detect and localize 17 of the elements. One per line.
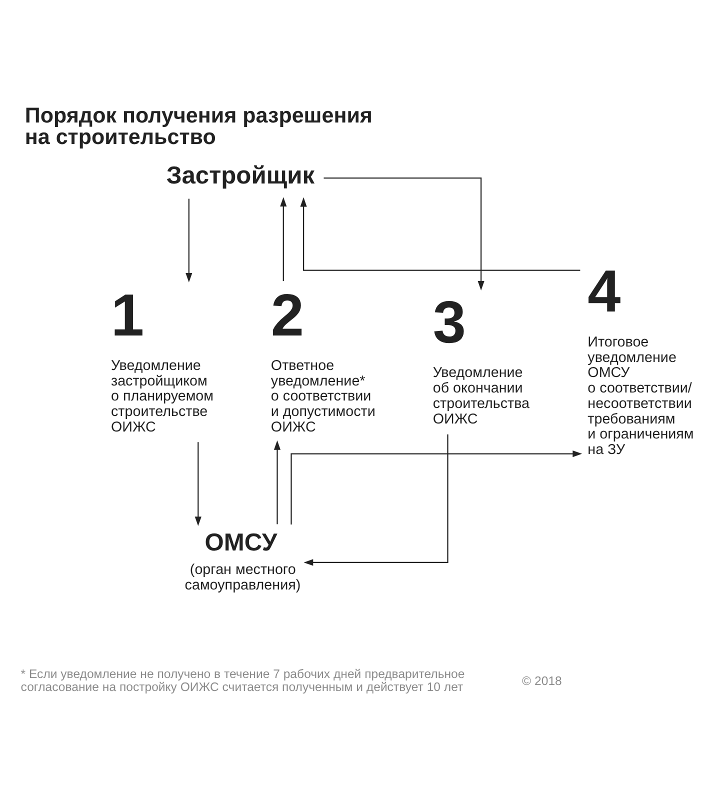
arrow	[186, 198, 192, 282]
diagram-title: Порядок получения разрешения на строительство	[24, 102, 372, 149]
arrow	[290, 450, 582, 524]
node-text: 3 Уведомление об окончании строительства ОИЖС	[432, 288, 530, 427]
node-text: 2 Ответное уведомление* о соответствии и допустимости ОИЖС	[270, 280, 376, 435]
arrow	[304, 434, 448, 566]
node-text: 1 Уведомление застройщиком о планируемом строительстве ОИЖС	[111, 280, 214, 435]
node-text: ОМСУ (орган местного самоуправления)	[184, 528, 301, 593]
label: © 2018	[522, 674, 562, 688]
arrow	[324, 177, 484, 290]
label: * Если уведомление не получено в течение 7 рабочих дней предварительное согласование на постройку ОИЖС считается полученным и действует 10 лет	[20, 666, 465, 694]
node-text: Застройщик	[166, 162, 315, 189]
arrow	[274, 440, 281, 524]
arrow	[194, 442, 202, 526]
node-text: 4 Итоговое уведомление ОМСУ о соответствии/ несоответствии требованиям и ограничениям на ЗУ	[588, 257, 694, 458]
arrow	[280, 196, 287, 281]
arrow	[300, 196, 580, 270]
